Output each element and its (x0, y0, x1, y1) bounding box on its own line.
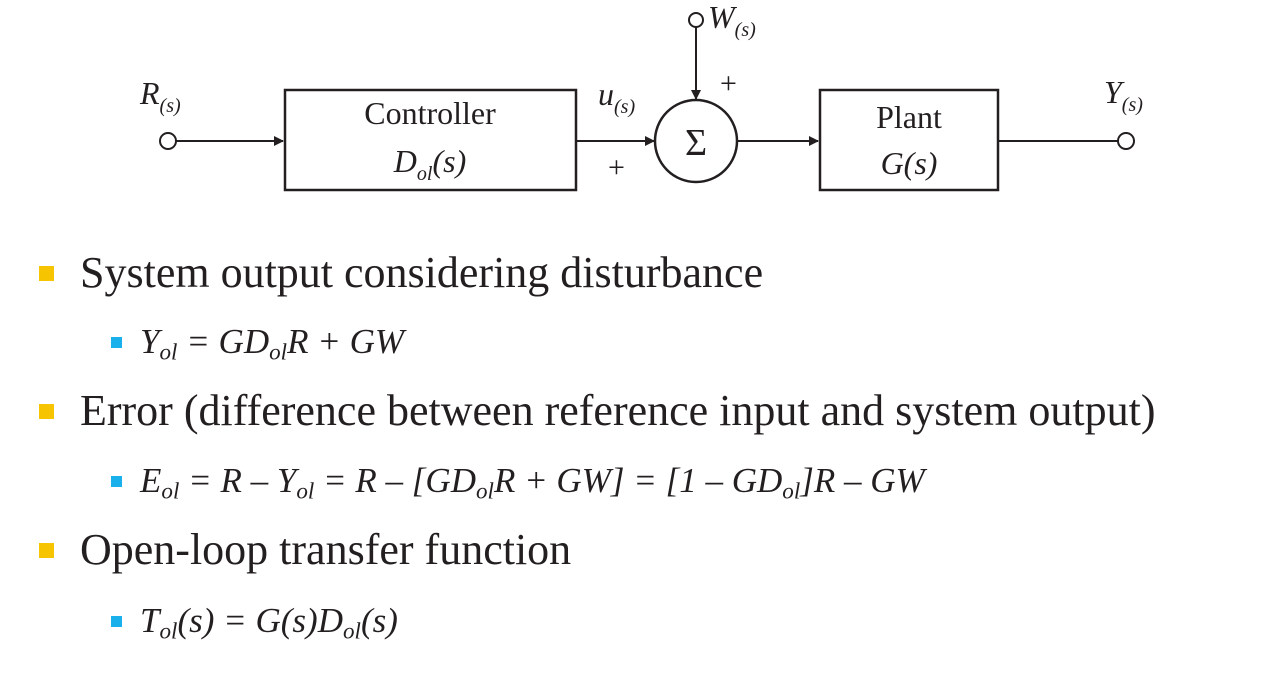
plant-function: G(s) (881, 145, 938, 181)
sub-bullet-marker-3 (111, 616, 122, 627)
controller-label: Controller (364, 95, 496, 131)
output-terminal (1117, 132, 1135, 150)
bullet-marker-2 (39, 404, 54, 419)
control-signal-sign: + (608, 151, 625, 184)
output-label: Y(s) (1104, 74, 1143, 116)
equation-system-output: Yol = GDolR + GW (140, 322, 405, 365)
sigma-symbol: Σ (685, 122, 707, 164)
disturbance-label: W(s) (708, 0, 756, 41)
sub-bullet-marker-1 (111, 337, 122, 348)
sub-bullet-marker-2 (111, 476, 122, 487)
input-label: R(s) (139, 75, 181, 117)
bullet-text-3: Open-loop transfer function (80, 525, 572, 574)
bullet-text-2: Error (difference between reference inpu… (80, 386, 1156, 435)
control-signal-label: u(s) (598, 76, 635, 118)
disturbance-terminal (688, 12, 704, 28)
disturbance-sign: + (720, 67, 737, 100)
input-terminal (159, 132, 177, 150)
plant-label: Plant (876, 99, 942, 135)
plant-block (818, 88, 1000, 192)
bullet-marker-1 (39, 266, 54, 281)
controller-function: Dol(s) (393, 143, 466, 185)
equation-error: Eol = R – Yol = R – [GDolR + GW] = [1 – … (140, 461, 925, 504)
equation-transfer-function: Tol(s) = G(s)Dol(s) (140, 601, 398, 644)
bullet-marker-3 (39, 543, 54, 558)
bullet-text-1: System output considering disturbance (80, 248, 764, 297)
block-diagram: R(s) Controller Dol(s) u(s) + Σ W(s) + P… (139, 0, 1143, 192)
